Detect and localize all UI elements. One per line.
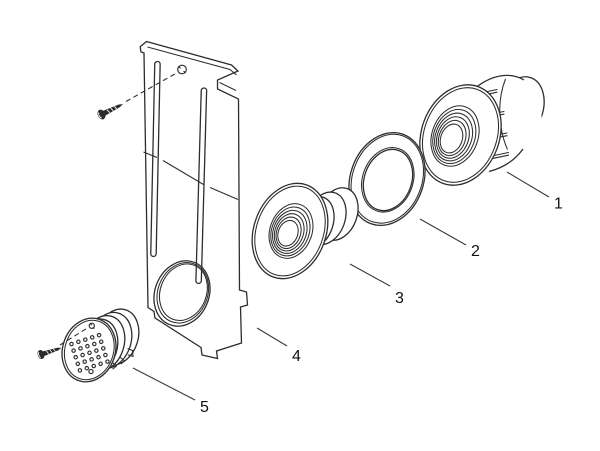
grille-hole xyxy=(69,341,74,347)
grille-hole xyxy=(76,339,81,345)
grille-hole xyxy=(105,359,110,364)
grille-hole xyxy=(94,348,99,353)
grille-hole xyxy=(96,332,102,338)
grille-hole xyxy=(89,357,94,362)
callout-3-leader xyxy=(349,263,391,287)
grille-hole xyxy=(96,354,101,360)
callout-1-label-flange-nut: 1 xyxy=(554,196,563,213)
plate-step-inner-line xyxy=(219,82,237,91)
plate-screw-hole-ticks xyxy=(178,66,187,74)
grille-hole xyxy=(77,368,83,373)
washer-hole-outer-line xyxy=(361,147,415,213)
nut-barrel-bottom-edge xyxy=(488,148,524,173)
nut-barrel-top-edge xyxy=(473,74,525,90)
part-4-mounting-plate xyxy=(139,40,249,360)
callout-1-leader xyxy=(506,171,550,198)
callouts-layer: 1 2 3 4 5 xyxy=(132,171,563,416)
grille-hole xyxy=(103,352,108,358)
cover-screw-hole-ticks xyxy=(89,323,95,330)
nut-flange-inner-ring xyxy=(422,87,499,183)
plate-outline xyxy=(139,40,249,360)
callout-5-leader xyxy=(132,367,196,401)
callout-3-label-flanged-fitting: 3 xyxy=(395,290,404,307)
washer-hole xyxy=(362,148,414,212)
screw-alignment-dashed-line-top xyxy=(125,72,178,102)
grille-hole xyxy=(98,339,104,345)
callout-2-label-washer-gasket: 2 xyxy=(471,243,480,260)
thread-ring xyxy=(439,123,464,154)
nut-internal-threads xyxy=(430,105,480,167)
callout-2-leader xyxy=(419,218,467,246)
washer-outer-inner-line xyxy=(350,133,424,224)
callout-4-label-mounting-plate: 4 xyxy=(292,348,301,365)
grille-hole xyxy=(82,359,87,364)
grille-hole xyxy=(85,343,90,349)
part-1-flange-nut xyxy=(419,74,545,186)
thread-ring xyxy=(270,206,311,257)
thread-ring xyxy=(434,112,474,162)
grille-hole xyxy=(78,346,83,351)
plate-left-slot xyxy=(150,60,161,258)
cover-screw-hole-bottom xyxy=(88,368,94,375)
thread-ring xyxy=(435,116,470,159)
grille-hole xyxy=(73,354,78,360)
part-3-flanged-fitting xyxy=(251,182,359,280)
screw-shaft xyxy=(42,347,62,357)
screw-threads xyxy=(106,106,118,114)
grille-hole xyxy=(92,341,97,347)
grille-hole xyxy=(71,348,76,353)
cover-face xyxy=(61,317,117,383)
screw-head xyxy=(37,350,45,359)
screw-shaft xyxy=(102,104,124,116)
screw-head-highlight xyxy=(38,352,41,358)
plate-right-slot xyxy=(195,87,208,285)
thread-ring xyxy=(277,219,299,247)
grille-hole xyxy=(98,361,103,367)
grille-hole xyxy=(89,335,95,340)
thread-ring xyxy=(272,209,308,254)
callout-5-label-perforated-cover: 5 xyxy=(200,399,209,416)
part-2-washer-gasket xyxy=(348,132,426,226)
cover-snap-tabs xyxy=(111,348,134,370)
grille-hole xyxy=(80,352,85,358)
thread-ring xyxy=(275,216,302,250)
grille-hole xyxy=(83,337,88,342)
part-5-perforated-cover xyxy=(61,308,140,383)
plate-top-thickness-line xyxy=(147,46,237,76)
fitting-flange-inner-ring xyxy=(254,185,326,277)
callout-4-leader xyxy=(256,327,288,347)
grille-hole xyxy=(87,350,92,356)
screw-head-highlight xyxy=(98,112,102,119)
thread-ring xyxy=(432,108,477,165)
grille-hole xyxy=(84,365,90,371)
fitting-internal-threads xyxy=(268,203,314,259)
mounting-screw-bottom xyxy=(37,347,62,359)
thread-ring xyxy=(437,119,467,157)
screw-threads xyxy=(46,348,56,355)
mounting-screw-top xyxy=(97,104,124,120)
plate-overflow-opening xyxy=(153,260,211,327)
screw-alignment-dashed-line-bottom xyxy=(59,327,88,346)
grille-hole xyxy=(91,363,96,369)
grille-holes xyxy=(69,332,110,373)
plate-seam-line xyxy=(143,151,239,200)
grille-hole xyxy=(75,361,81,367)
grille-hole xyxy=(101,346,106,351)
thread-ring xyxy=(273,213,305,252)
cover-face-inner-ring xyxy=(63,319,115,381)
